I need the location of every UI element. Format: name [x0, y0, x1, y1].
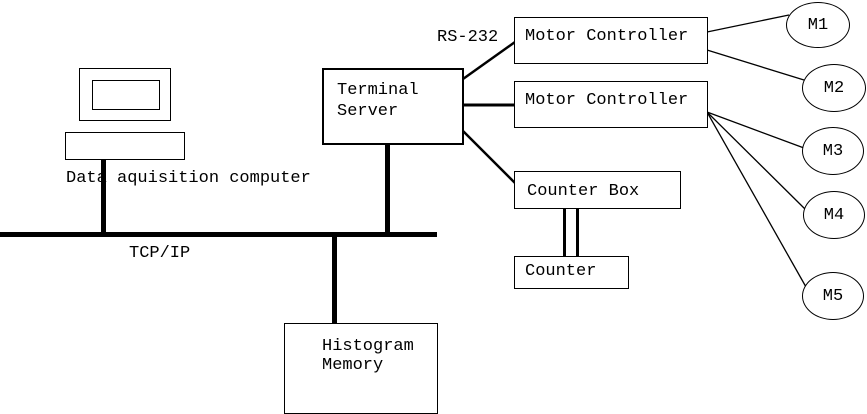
tcpip-bus-line: [0, 232, 437, 237]
motor-m4-node: M4: [803, 191, 865, 239]
terminal-server-to-motor-controller-1-line: [462, 40, 516, 81]
motor-controller-2-to-m5-line: [706, 111, 807, 288]
rs232-link-label: RS-232: [437, 28, 499, 47]
histogram-memory-node: Histogram Memory: [284, 323, 438, 414]
computer-screen-icon: [92, 80, 160, 110]
counter-box-to-counter-line-left: [563, 208, 566, 257]
terminal-server-to-bus-line: [385, 144, 390, 233]
motor-controller-1-to-m1-line: [706, 14, 790, 33]
computer-to-bus-line: [101, 157, 106, 233]
bus-to-histogram-memory-line: [332, 236, 337, 323]
counter-box-to-counter-line-right: [576, 208, 579, 257]
motor-m1-node: M1: [786, 2, 850, 48]
terminal-server-to-counter-box-line: [462, 130, 516, 184]
terminal-server-node: Terminal Server: [322, 68, 464, 145]
counter-box-node: Counter Box: [514, 171, 681, 209]
counter-node: Counter: [514, 256, 629, 289]
motor-controller-2-node: Motor Controller: [514, 81, 708, 128]
tcpip-bus-label: TCP/IP: [129, 244, 191, 263]
motor-m3-node: M3: [802, 127, 864, 175]
motor-controller-1-node: Motor Controller: [514, 17, 708, 64]
computer-caption-label: Data aquisition computer: [66, 169, 311, 188]
motor-controller-2-to-m3-line: [706, 111, 805, 149]
motor-controller-1-to-m2-line: [706, 49, 805, 81]
computer-keyboard-icon: [65, 132, 185, 160]
motor-m5-node: M5: [802, 272, 864, 320]
motor-m2-node: M2: [802, 64, 866, 112]
motor-controller-2-to-m4-line: [706, 111, 807, 211]
